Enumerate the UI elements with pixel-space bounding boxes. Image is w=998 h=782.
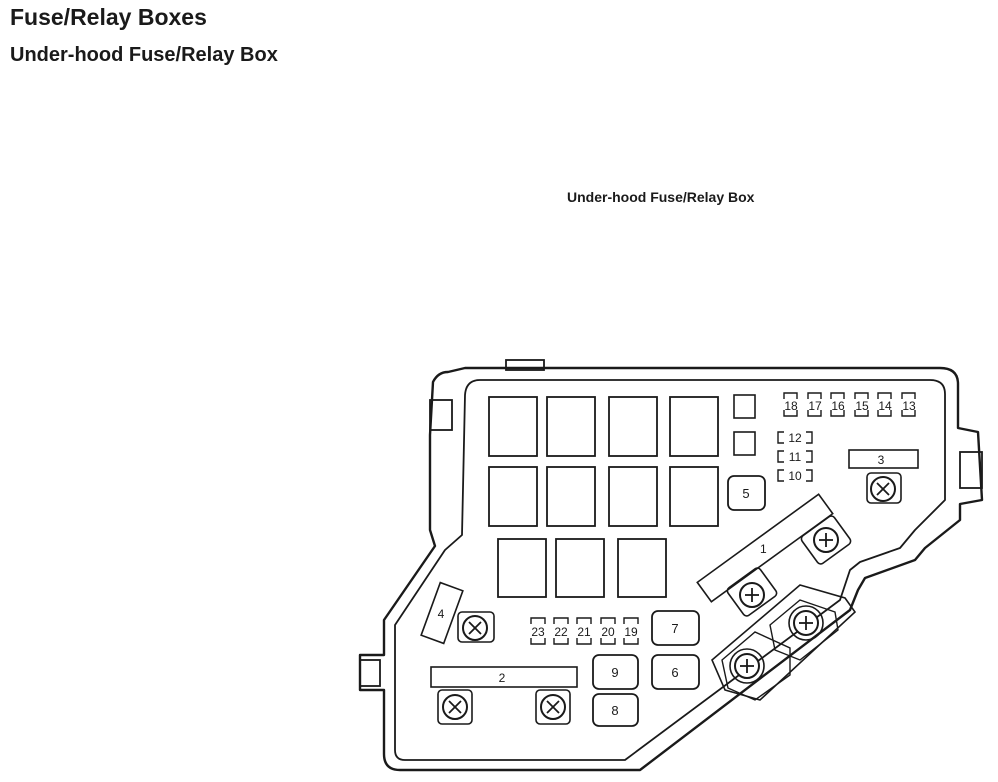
relay-slot (497, 538, 547, 598)
fuse-row-top (783, 392, 916, 417)
fuse-label: 20 (601, 625, 615, 639)
bolt-mount (866, 472, 902, 504)
fuse-label: 23 (531, 625, 545, 639)
block-3 (848, 449, 919, 469)
relay-slot (546, 396, 596, 457)
relay-slot (488, 396, 538, 457)
terminal-plate (721, 631, 791, 701)
housing-tab-left-lower (359, 659, 381, 687)
bolt-mount (457, 611, 495, 643)
fuse-label: 12 (788, 431, 802, 445)
block-7 (651, 610, 700, 646)
block-4-label: 4 (438, 607, 445, 621)
block-6-label: 6 (671, 665, 678, 680)
bolt-mount (800, 515, 852, 565)
block-1 (696, 493, 834, 603)
page-subtitle: Under-hood Fuse/Relay Box (10, 44, 278, 66)
fuse-label: 11 (789, 450, 802, 464)
fuse-column-side (777, 431, 813, 482)
diagram-caption: Under-hood Fuse/Relay Box (567, 189, 755, 205)
block-9-label: 9 (611, 665, 618, 680)
bolt-x-icon (462, 615, 488, 641)
bolt-mount (535, 689, 571, 725)
housing-tab-top (505, 359, 545, 371)
housing-tab-right (959, 451, 983, 489)
small-relay-slot (733, 394, 756, 419)
terminal-ring (729, 648, 765, 684)
terminal-ring (788, 605, 824, 641)
block-6 (651, 654, 700, 690)
housing-tab-left-upper (429, 399, 453, 431)
bolt-x-icon (870, 476, 896, 502)
relay-slot (546, 466, 596, 527)
housing-inner (394, 379, 946, 761)
fuse-label: 17 (808, 399, 822, 413)
block-4 (420, 581, 464, 645)
relay-slot (669, 466, 719, 527)
fuse-label: 19 (624, 625, 638, 639)
relay-slot (488, 466, 538, 527)
relay-slot (608, 396, 658, 457)
fuse-label: 10 (788, 469, 802, 483)
block-5 (727, 475, 766, 511)
block-5-label: 5 (742, 486, 749, 501)
fuse-label: 15 (855, 399, 869, 413)
bolt-mount (437, 689, 473, 725)
block-9 (592, 654, 639, 690)
relay-slot (669, 396, 719, 457)
block-2 (430, 666, 578, 688)
terminal-plate (769, 599, 839, 661)
bolt-plus-icon (734, 653, 760, 679)
block-8 (592, 693, 639, 727)
small-relay-slot (733, 431, 756, 456)
fuse-row-bottom (530, 617, 639, 645)
fuse-label: 22 (554, 625, 568, 639)
main-terminal-housing (711, 584, 857, 701)
relay-slot (608, 466, 658, 527)
bolt-plus-icon (813, 527, 839, 553)
bolt-x-icon (540, 694, 566, 720)
relay-slot (617, 538, 667, 598)
block-7-label: 7 (671, 621, 678, 636)
bolt-mount (726, 567, 778, 617)
relay-slot (555, 538, 605, 598)
fuse-label: 18 (784, 399, 798, 413)
block-1-label: 1 (760, 542, 767, 556)
housing-outer (358, 366, 984, 772)
fuse-label: 21 (577, 625, 591, 639)
block-3-label: 3 (878, 453, 885, 467)
fuse-label: 14 (878, 399, 892, 413)
bolt-plus-icon (793, 610, 819, 636)
fuse-label: 16 (831, 399, 845, 413)
bolt-x-icon (442, 694, 468, 720)
page-title: Fuse/Relay Boxes (10, 4, 207, 30)
block-2-label: 2 (499, 671, 506, 685)
fuse-label: 13 (902, 399, 916, 413)
bolt-plus-icon (739, 582, 765, 608)
block-8-label: 8 (611, 703, 618, 718)
